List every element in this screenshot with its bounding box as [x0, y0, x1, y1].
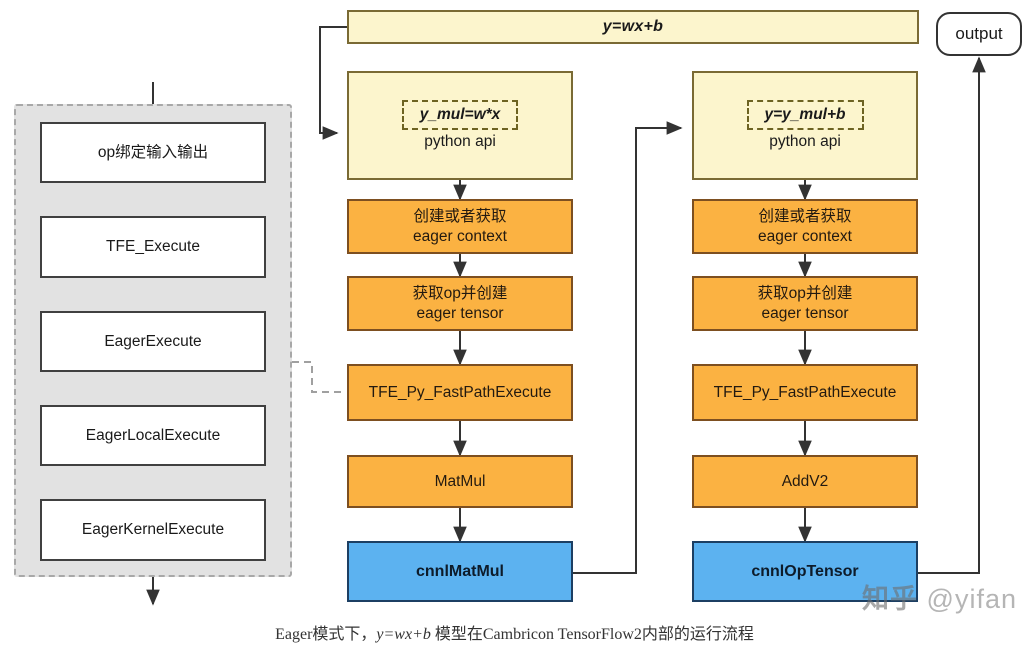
left-step-eager-tensor: 获取op并创建 eager tensor — [347, 276, 573, 331]
right-api-formula: y=y_mul+b — [746, 99, 864, 130]
stack-node-op-binding: op绑定输入输出 — [40, 122, 266, 183]
right-step-line2: eager context — [758, 227, 852, 245]
right-step-line2: eager tensor — [761, 304, 849, 322]
left-kernel-cnnlmatmul: cnnlMatMul — [347, 541, 573, 602]
stack-node-label: TFE_Execute — [106, 238, 200, 256]
stack-node-eager-local-execute: EagerLocalExecute — [40, 405, 266, 466]
top-formula-box: y=wx+b — [347, 10, 919, 44]
watermark-user: @yifan — [926, 584, 1017, 614]
watermark: 知乎 @yifan — [862, 577, 1017, 616]
right-step-addv2: AddV2 — [692, 455, 918, 508]
right-kernel-label: cnnlOpTensor — [751, 562, 859, 580]
watermark-logo: 知乎 — [862, 584, 919, 614]
stack-node-label: op绑定输入输出 — [97, 143, 209, 161]
output-node: output — [936, 12, 1022, 56]
wire-formula-to-left-api — [319, 26, 347, 140]
caption-prefix: Eager模式下， — [275, 626, 377, 643]
right-python-api-box: y=y_mul+b python api — [692, 71, 918, 180]
right-step-line1: 获取op并创建 — [757, 285, 853, 303]
wire-cnnloptensor-to-output — [917, 56, 986, 574]
left-step-fastpath-execute: TFE_Py_FastPathExecute — [347, 364, 573, 421]
caption-formula: y=wx+b — [376, 626, 431, 643]
right-step-line1: AddV2 — [781, 472, 829, 490]
right-step-fastpath-execute: TFE_Py_FastPathExecute — [692, 364, 918, 421]
stack-node-label: EagerKernelExecute — [81, 521, 225, 539]
figure-caption: Eager模式下，y=wx+b 模型在Cambricon TensorFlow2… — [0, 620, 1029, 644]
stack-node-eager-execute: EagerExecute — [40, 311, 266, 372]
left-api-label: python api — [424, 133, 496, 150]
right-step-eager-tensor: 获取op并创建 eager tensor — [692, 276, 918, 331]
left-step-eager-context: 创建或者获取 eager context — [347, 199, 573, 254]
right-step-eager-context: 创建或者获取 eager context — [692, 199, 918, 254]
left-python-api-box: y_mul=w*x python api — [347, 71, 573, 180]
left-step-matmul: MatMul — [347, 455, 573, 508]
caption-suffix: 模型在Cambricon TensorFlow2内部的运行流程 — [430, 626, 754, 643]
left-step-line1: 获取op并创建 — [412, 285, 508, 303]
right-step-line1: TFE_Py_FastPathExecute — [713, 383, 897, 401]
output-label: output — [955, 24, 1003, 44]
left-step-line2: eager context — [413, 227, 507, 245]
right-kernel-cnnloptensor: cnnlOpTensor — [692, 541, 918, 602]
top-formula-label: y=wx+b — [602, 18, 664, 35]
stack-node-tfe-execute: TFE_Execute — [40, 216, 266, 278]
stack-node-label: EagerExecute — [104, 332, 202, 350]
left-step-line1: MatMul — [434, 472, 486, 490]
wire-stack-to-fastpath-dashed — [292, 361, 341, 393]
stack-node-label: EagerLocalExecute — [85, 426, 221, 444]
right-api-label: python api — [769, 133, 841, 150]
left-step-line2: eager tensor — [416, 304, 504, 322]
right-step-line1: 创建或者获取 — [758, 208, 852, 226]
left-kernel-label: cnnlMatMul — [416, 562, 504, 580]
left-api-formula: y_mul=w*x — [401, 99, 519, 130]
left-step-line1: TFE_Py_FastPathExecute — [368, 383, 552, 401]
left-step-line1: 创建或者获取 — [413, 208, 507, 226]
stack-node-eager-kernel-execute: EagerKernelExecute — [40, 499, 266, 561]
wire-cnnlmatmul-to-right-api — [573, 121, 683, 574]
